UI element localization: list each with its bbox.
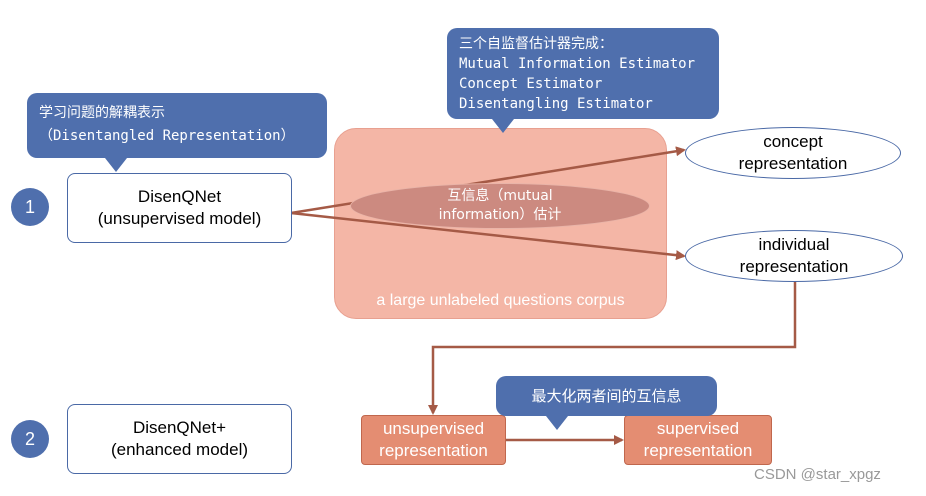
arrow-to-individual	[290, 211, 686, 261]
callout-tail	[105, 158, 127, 172]
step-1-badge: 1	[11, 188, 49, 226]
individual-rep-line1: individual	[758, 235, 830, 254]
callout-disentangled-line1: 学习问题的解耦表示	[39, 105, 165, 121]
disenqnet-title: DisenQNet	[137, 187, 222, 206]
arrow-individual-to-unsupervised	[428, 281, 797, 415]
callout-tail	[546, 416, 568, 430]
concept-rep-line2: representation	[738, 154, 848, 173]
individual-rep-line2: representation	[739, 257, 849, 276]
callout-estimators-line2: Mutual Information Estimator	[459, 56, 696, 72]
callout-tail	[492, 119, 514, 133]
supervised-rep-line1: supervised	[656, 419, 740, 438]
callout-estimators: 三个自监督估计器完成： Mutual Information Estimator…	[447, 28, 719, 133]
watermark: CSDN @star_xpgz	[754, 466, 881, 483]
disenqnet-box: DisenQNet (unsupervised model)	[67, 173, 292, 243]
callout-maximize-mi-text: 最大化两者间的互信息	[531, 387, 682, 405]
disenqnet-plus-box: DisenQNet+ (enhanced model)	[67, 404, 292, 474]
mutual-information-ellipse: 互信息（mutual information）估计	[350, 183, 650, 229]
supervised-rep-line2: representation	[643, 441, 753, 460]
callout-estimators-line1: 三个自监督估计器完成：	[459, 36, 613, 52]
disenqnet-plus-title: DisenQNet+	[132, 418, 227, 437]
supervised-representation-box: supervised representation	[624, 415, 772, 465]
step-2-badge: 2	[11, 420, 49, 458]
callout-disentangled: 学习问题的解耦表示 （Disentangled Representation）	[27, 93, 327, 172]
callout-maximize-mi: 最大化两者间的互信息	[496, 376, 717, 430]
individual-representation-ellipse: individual representation	[685, 230, 903, 282]
disenqnet-plus-subtitle: (enhanced model)	[110, 440, 249, 459]
callout-disentangled-line2: （Disentangled Representation）	[39, 128, 295, 144]
callout-estimators-line4: Disentangling Estimator	[459, 96, 653, 112]
unsupervised-rep-line2: representation	[379, 441, 488, 460]
callout-estimators-line3: Concept Estimator	[459, 76, 603, 92]
mutual-information-line1: 互信息（mutual	[447, 188, 553, 204]
mutual-information-line2: information）估计	[438, 207, 562, 223]
unsupervised-representation-box: unsupervised representation	[361, 415, 506, 465]
corpus-label: a large unlabeled questions corpus	[376, 292, 625, 309]
disenqnet-subtitle: (unsupervised model)	[97, 209, 262, 228]
concept-rep-line1: concept	[763, 132, 823, 151]
concept-representation-ellipse: concept representation	[685, 127, 901, 179]
unsupervised-rep-line1: unsupervised	[382, 419, 485, 438]
